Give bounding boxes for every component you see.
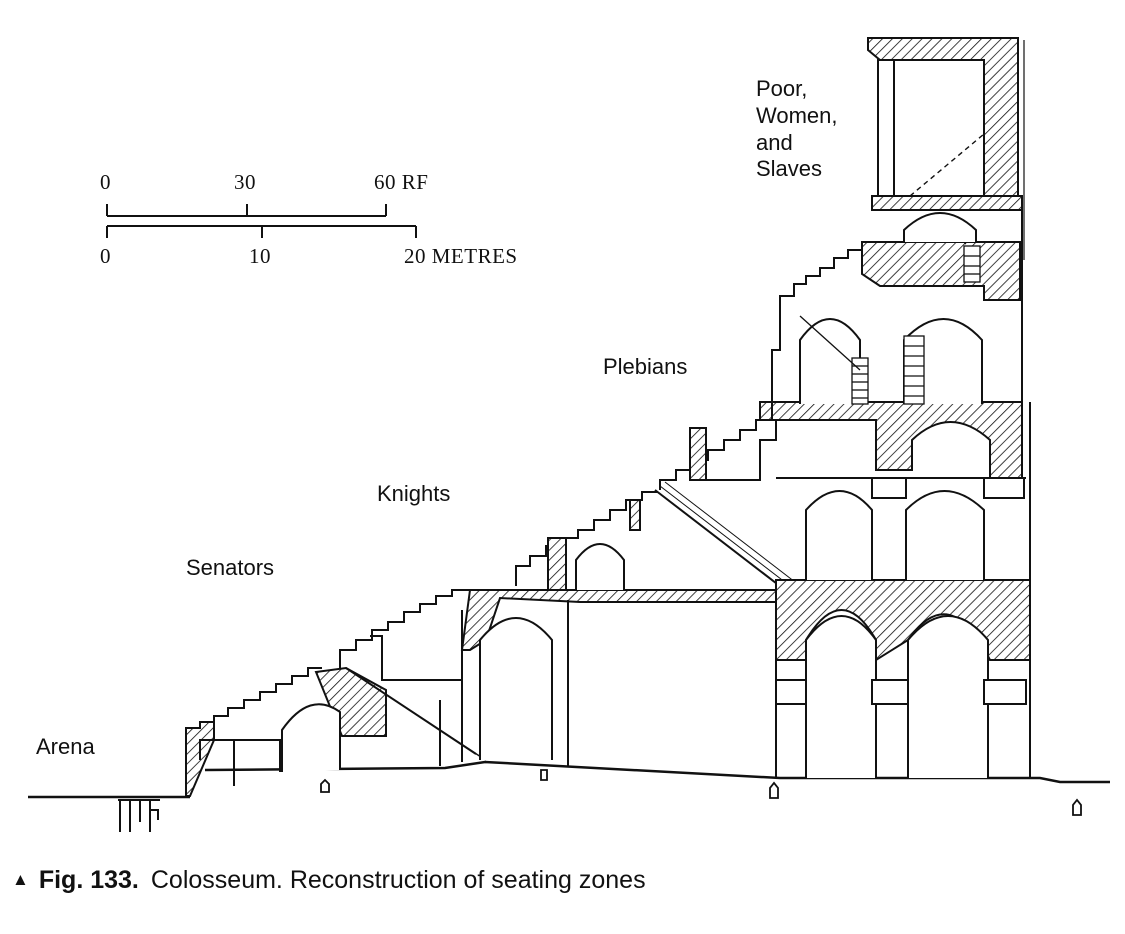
caption-text: Colosseum. Reconstruction of seating zon…	[150, 866, 646, 894]
zone-label-plebians: Plebians	[603, 354, 688, 379]
middle-seating-section	[339, 481, 796, 766]
zone-label-line-4: Slaves	[756, 156, 823, 182]
zone-label-line-2: Women,	[756, 102, 838, 128]
zone-label-senators: Senators	[186, 555, 275, 580]
drain-symbol	[118, 799, 160, 832]
stair-ladders	[851, 245, 981, 405]
foundation-markers	[320, 769, 1082, 816]
scale-metres-10: 10	[249, 244, 271, 268]
scale-bar-feet	[106, 204, 387, 217]
caption-marker-icon: ▲	[12, 870, 29, 889]
outer-wall-arcades	[775, 200, 1031, 778]
zone-label-line-3: and	[756, 129, 793, 155]
zone-label-arena: Arena	[36, 734, 95, 759]
scale-metres-20: 20 METRES	[404, 244, 518, 268]
scale-bar-metres	[106, 225, 417, 238]
scale-feet-0: 0	[100, 170, 111, 194]
lower-seating-section	[185, 666, 487, 797]
ground-line	[28, 760, 1110, 799]
upper-seating-section	[659, 213, 1023, 490]
scale-metres-0: 0	[100, 244, 111, 268]
caption-figure-number: Fig. 133.	[38, 866, 139, 894]
scale-feet-30: 30	[234, 170, 256, 194]
attic-storey	[867, 37, 1025, 260]
scale-feet-60: 60 RF	[374, 170, 429, 194]
zone-label-poor-women-slaves: Poor, Women, and Slaves	[756, 76, 838, 183]
figure-caption: ▲ Fig. 133. Colosseum. Reconstruction of s…	[12, 866, 646, 895]
zone-label-line-1: Poor,	[756, 76, 808, 101]
zone-label-knights: Knights	[377, 481, 451, 506]
